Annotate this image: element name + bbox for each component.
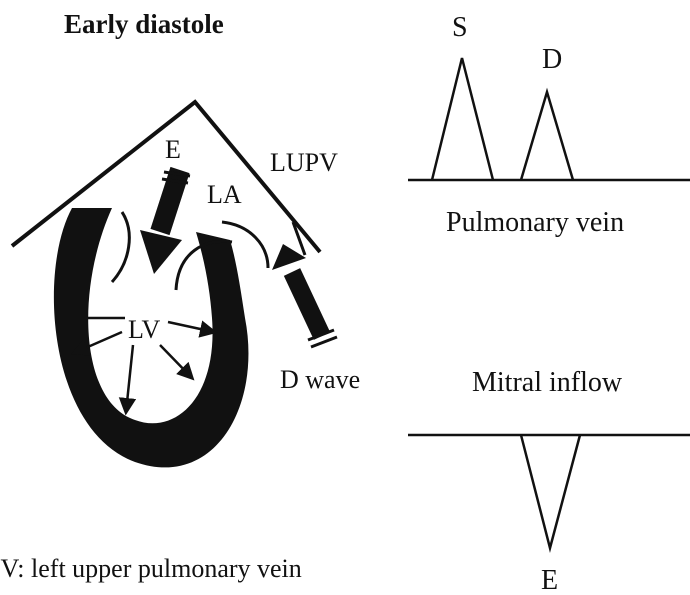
d-wave-label: D wave [280,365,360,394]
figure-title: Early diastole [64,9,224,39]
d-wave-arrow [272,244,337,347]
e-inflow-arrow [140,170,190,274]
lupv-label: LUPV [270,148,338,177]
lv-arrow-lower-right [160,345,192,378]
e-peak-label: E [541,565,558,595]
pulmonary-vein-label: Pulmonary vein [446,207,624,238]
mitral-inflow-trace: Mitral inflow E [408,367,690,595]
lv-arrow-down [126,345,133,412]
lv-arrow-right [168,322,214,332]
mitral-inflow-label: Mitral inflow [472,367,623,398]
s-peak-label: S [452,12,468,43]
la-label: LA [207,180,242,209]
mitral-leaflet-left [112,212,129,282]
abbreviation-caption: PV: left upper pulmonary vein [0,554,302,583]
d-wave [521,92,573,180]
e-arrow-label: E [165,135,181,164]
d-peak-label: D [542,44,562,75]
lv-label: LV [128,315,160,344]
pulmonary-vein-trace: S D Pulmonary vein [408,12,690,238]
s-wave [432,58,493,180]
e-wave [521,435,580,548]
heart-schematic: E LA LUPV LV D wave [12,102,360,467]
